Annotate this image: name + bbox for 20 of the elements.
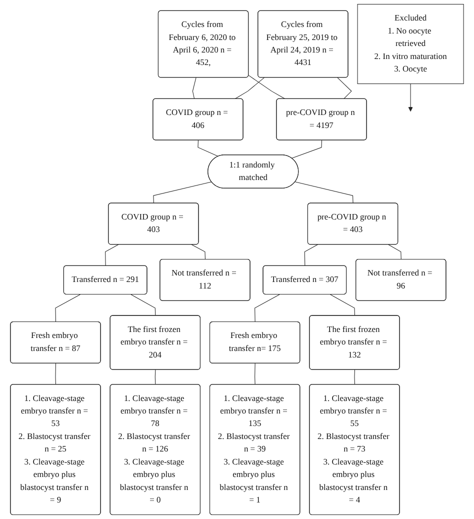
connector: [254, 294, 280, 322]
connector: [337, 77, 352, 100]
connector: [198, 140, 219, 157]
connector: [330, 294, 356, 316]
connector: [354, 370, 356, 385]
connector: [55, 363, 56, 385]
connector: [55, 294, 80, 322]
arrow: [408, 84, 413, 112]
connector: [291, 140, 322, 158]
connector: [388, 244, 402, 260]
connector: [192, 77, 196, 100]
connector: [248, 75, 286, 100]
connector: [154, 370, 156, 385]
connector: [254, 363, 256, 385]
connector: [130, 294, 156, 316]
connector: [153, 182, 212, 204]
node-box: Excluded 1. No oocyte retrieved 2. In vitro maturation 3. Oocyte: [357, 4, 464, 84]
connector: [191, 244, 206, 260]
connector: [294, 182, 354, 204]
connector: [234, 77, 264, 100]
